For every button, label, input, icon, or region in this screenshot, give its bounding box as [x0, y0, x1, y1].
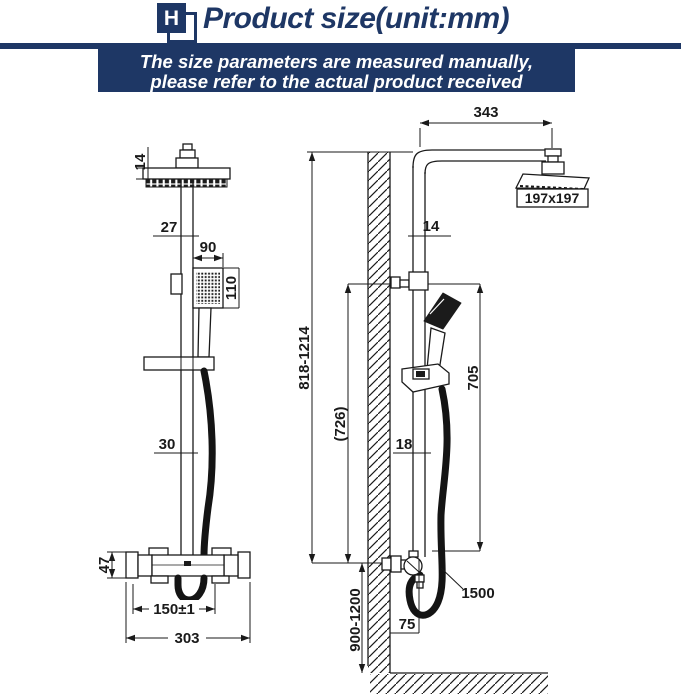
banner-line-2: please refer to the actual product recei…: [150, 71, 523, 92]
floor-section: [370, 672, 548, 694]
dim-valve-width: 303: [125, 582, 251, 647]
dim-18-label: 18: [396, 436, 413, 453]
hand-shower-left: [192, 267, 224, 358]
wall-bracket-top: [390, 271, 429, 291]
right-view: 343 197x197 14 818-1214: [296, 104, 590, 694]
pipe-bracket-left: [170, 273, 183, 295]
overhead-shower-right: 197x197: [514, 148, 590, 208]
overhead-shower-left: [142, 143, 231, 188]
valve-center-mark: [184, 561, 191, 566]
slide-bracket-left: [143, 356, 215, 371]
dim-75-label: 75: [399, 616, 416, 633]
mixer-valve-left: [125, 547, 251, 584]
dim-arm-reach: 343: [419, 104, 553, 148]
shower-hose-right: [405, 385, 451, 619]
dim-30-label: 30: [159, 436, 176, 453]
dim-install-height: 900-1200: [347, 563, 366, 673]
brand-logo: H: [157, 3, 199, 45]
logo-letter: H: [163, 6, 180, 30]
dim-head-thickness: 14: [132, 147, 149, 180]
shower-hose-left-loop: [174, 574, 208, 604]
disclaimer-banner: The size parameters are measured manuall…: [98, 49, 575, 92]
dim-27-label: 27: [161, 219, 178, 236]
slide-bracket-right: [401, 363, 450, 393]
dim-overall-height: 818-1214: [296, 152, 316, 563]
dim-14r-label: 14: [423, 218, 440, 235]
dim-hose-length: 1500: [440, 567, 495, 602]
dim-900-label: 900-1200: [347, 588, 364, 651]
divider-bar: [0, 43, 681, 49]
dim-818-label: 818-1214: [296, 326, 313, 390]
page-title: Product size(unit:mm): [203, 2, 510, 35]
dim-rail-height: 705: [465, 284, 484, 551]
dim-pipe-width-lower-left: 30: [154, 436, 198, 454]
dim-1500-label: 1500: [461, 585, 494, 602]
dim-inlet-spacing: 150±1: [132, 584, 216, 618]
dim-valve-height: 47: [96, 551, 126, 579]
dim-303-label: 303: [174, 630, 199, 647]
dim-pipe-width-upper-left: 27: [153, 219, 199, 237]
left-view: 14 27 90 110: [96, 143, 251, 647]
dim-bracket-height: (726): [332, 284, 352, 563]
banner-line-1: The size parameters are measured manuall…: [139, 51, 534, 72]
dim-110-label: 110: [223, 276, 240, 300]
dim-726-label: (726): [332, 406, 349, 441]
dim-handshower-height: 110: [223, 267, 240, 309]
logo-square: H: [157, 3, 186, 33]
dim-pipe-width-upper-right: 14: [408, 218, 451, 237]
dim-pipe-width-lower-right: 18: [393, 436, 431, 454]
dim-head-thickness-label: 14: [132, 153, 149, 170]
dim-wall-offset: 75: [390, 560, 420, 634]
head-size-label: 197x197: [525, 190, 580, 206]
dim-343-label: 343: [473, 104, 498, 121]
hand-shower-right: [423, 292, 462, 372]
dim-90-label: 90: [200, 239, 217, 256]
wall-section: [367, 152, 391, 673]
dim-47-label: 47: [96, 557, 113, 574]
dim-150-label: 150±1: [153, 601, 195, 618]
shower-hose-left: [200, 367, 216, 560]
dim-705-label: 705: [465, 365, 482, 390]
dim-handshower-width: 90: [192, 239, 224, 267]
